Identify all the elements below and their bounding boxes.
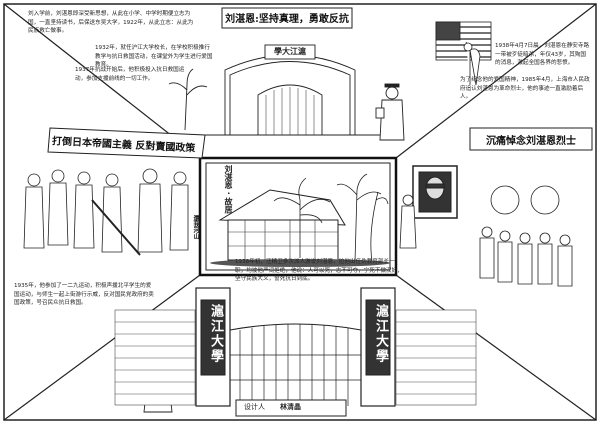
top-gate-illustration	[168, 44, 380, 136]
title-top-box	[221, 7, 353, 29]
text-bottom-center: 1938年初，汪精卫多次派人游说刘湛恩，拉他出任伪教育部长一职，均被他严词拒绝，…	[235, 259, 403, 283]
text-top-left-2: 1932年，就任沪江大学校长，在学校积极推行教学与抗日救国活动，在课堂外为学生进…	[95, 45, 213, 69]
designer-label: 设计人	[244, 403, 265, 411]
text-top-left-3: 1937年抗战开始后，他积极投入抗日救国运动，参加支援前线的一切工作。	[75, 67, 185, 82]
flag-and-statue-illustration	[435, 21, 492, 86]
gate-sign: 學大江滬	[274, 46, 306, 56]
text-bottom-left: 1935年，他参加了一二九运动，积极声援北平学生的爱国运动，与师生一起上街游行示…	[14, 283, 154, 307]
protest-small-banner: 還我河山	[192, 215, 199, 239]
protesters-group	[23, 168, 189, 256]
top-title: 刘湛恩:坚持真理，勇敢反抗	[225, 14, 349, 25]
text-top-right-2: 为了纪念他的爱国精神，1985年4月，上海市人民政府追认刘湛恩为革命烈士，他的事…	[460, 77, 590, 101]
memorial-title: 沉痛悼念刘湛恩烈士	[486, 136, 576, 147]
panel-dividers	[3, 3, 597, 421]
bottom-campus-gate	[114, 287, 477, 407]
gate-pillar-right: 滬江大學	[373, 304, 388, 364]
memorial-portrait	[412, 165, 458, 219]
text-top-right-1: 1938年4月7日晨，刘湛恩在静安寺路一带被歹徒暗杀，年仅43岁，其殉国的消息，…	[495, 43, 590, 67]
protest-banner-shape	[47, 127, 206, 159]
text-top-left-1: 刘入学前，刘湛恩即深受新思想，从此在小学、中学时期便立志为国，一直坚持读书，后保…	[28, 11, 194, 35]
mourners-group	[399, 185, 573, 287]
center-panel-title: 刘湛恩 · 故居	[224, 165, 233, 214]
memorial-title-box	[469, 127, 593, 151]
gate-pillar-left: 滬江大學	[208, 304, 223, 364]
graduate-figure	[375, 83, 405, 141]
center-house-panel	[198, 156, 398, 277]
designer-name: 林清晶	[280, 403, 301, 411]
designer-box	[235, 399, 347, 417]
